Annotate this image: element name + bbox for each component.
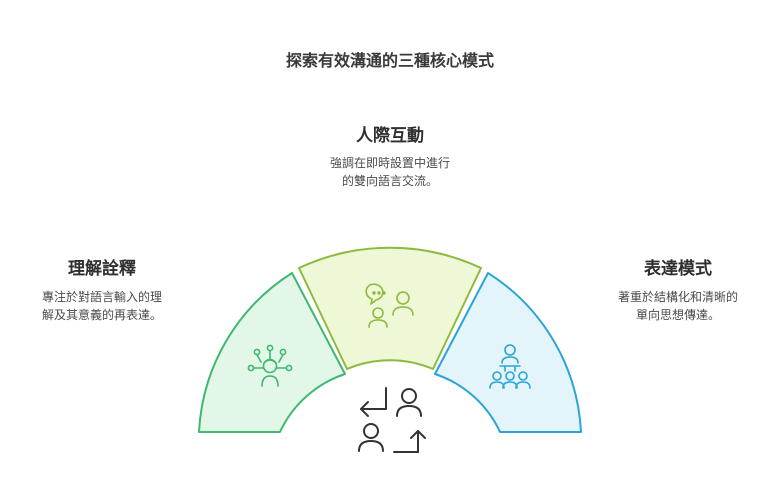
interpersonal-description-line-1: 強調在即時設置中進行: [329, 156, 450, 170]
presentational-description-line-1: 著重於結構化和清晰的: [617, 290, 738, 304]
interpersonal-description: 強調在即時設置中進行 的雙向語言交流。: [290, 154, 490, 190]
interpretive-description-line-2: 解及其意義的再表達。: [41, 308, 162, 322]
interpersonal-description-line-2: 的雙向語言交流。: [341, 174, 438, 188]
interpretive-description: 專注於對語言輸入的理 解及其意義的再表達。: [12, 288, 192, 324]
page-title: 探索有效溝通的三種核心模式: [285, 51, 494, 70]
presentational-segment: [434, 272, 582, 433]
chat-people-icon: [365, 283, 414, 328]
interpretive-heading: 理解詮釋: [68, 259, 136, 279]
exchange-people-icon: [358, 387, 426, 453]
interpersonal-segment: [298, 246, 482, 370]
interpretive-description-line-1: 專注於對語言輸入的理: [41, 290, 162, 304]
interpretive-segment: [198, 272, 346, 433]
presenter-audience-icon: [489, 344, 531, 389]
presentational-description: 著重於結構化和清晰的 單向思想傳達。: [588, 288, 768, 324]
head-network-icon: [247, 344, 293, 387]
interpersonal-heading: 人際互動: [356, 126, 424, 146]
presentational-heading: 表達模式: [644, 259, 712, 279]
presentational-description-line-2: 單向思想傳達。: [635, 308, 720, 322]
